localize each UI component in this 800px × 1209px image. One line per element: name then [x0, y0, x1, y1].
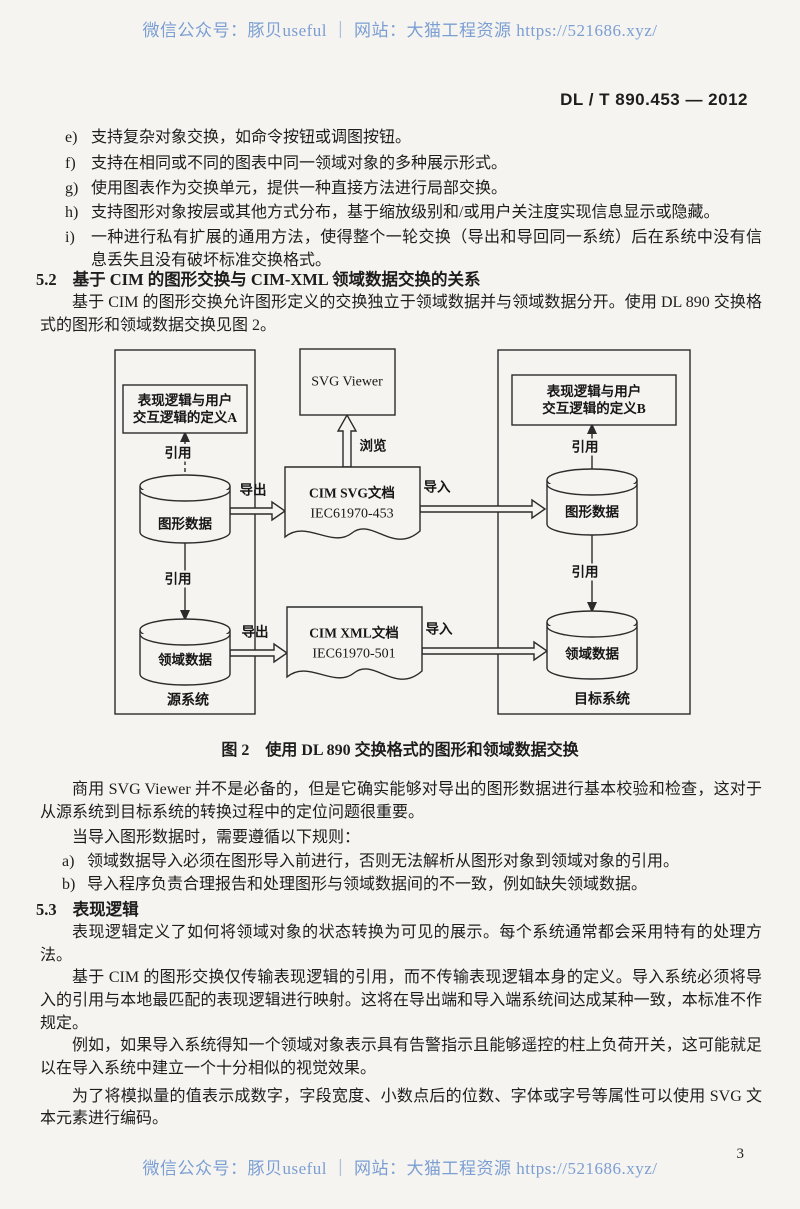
import-arrow-top: [419, 498, 547, 520]
import-label-top: 导入: [423, 479, 451, 495]
cim-svg-document-shape: [284, 466, 421, 540]
list-marker: h): [65, 204, 79, 221]
svg-viewer-label: SVG Viewer: [311, 374, 383, 390]
domain-data-label-right: 领域数据: [565, 646, 619, 662]
paragraph-import-rules-intro: 当导入图形数据时，需要遵循以下规则：: [72, 829, 361, 846]
rule-marker: a): [62, 853, 75, 870]
rule-marker: b): [62, 876, 76, 893]
figure-caption: 图 2 使用 DL 890 交换格式的图形和领域数据交换: [221, 742, 579, 759]
list-text: 支持复杂对象交换，如命令按钮或调图按钮。: [91, 129, 412, 146]
rule-text: 导入程序负责合理报告和处理图形与领域数据间的不一致，例如缺失领域数据。: [87, 876, 648, 893]
arrowhead-down-left: [180, 610, 190, 621]
graphic-data-cylinder-right: [546, 468, 638, 536]
watermark-top: 微信公众号：豚贝useful ｜ 网站：大猫工程资源 https://52168…: [142, 21, 658, 40]
diagram-shapes: [114, 348, 691, 715]
cim-svg-doc-standard: IEC61970-453: [310, 506, 394, 522]
svg-viewer-box: [299, 348, 396, 416]
definition-b-label: 表现逻辑与用户 交互逻辑的定义B: [542, 384, 646, 416]
definition-a-label: 表现逻辑与用户 交互逻辑的定义A: [132, 393, 238, 425]
watermark-bottom: 微信公众号：豚贝useful ｜ 网站：大猫工程资源 https://52168…: [142, 1159, 658, 1178]
list-text: 使用图表作为交换单元，提供一种直接方法进行局部交换。: [91, 180, 508, 197]
list-text: 一种进行私有扩展的通用方法，使得整个一轮交换（导出和导回同一系统）后在系统中没有…: [91, 229, 762, 269]
paragraph-svg-viewer: 商用 SVG Viewer 并不是必备的，但是它确实能够对导出的图形数据进行基本…: [40, 781, 762, 821]
section-5-2-heading: 5.2 基于 CIM 的图形交换与 CIM-XML 领域数据交换的关系: [36, 266, 481, 290]
definition-a-box: [122, 384, 248, 434]
section-5-3-heading: 5.3 表现逻辑: [36, 896, 139, 920]
target-system-label: 目标系统: [574, 692, 630, 708]
list-marker: i): [65, 229, 75, 246]
cite-label-left-top: 引用: [162, 444, 194, 462]
section-5-2-paragraph: 基于 CIM 的图形交换允许图形定义的交换独立于领域数据并与领域数据分开。使用 …: [40, 294, 762, 334]
target-system-box: [497, 349, 691, 715]
paragraph-5-3-3: 例如，如果导入系统得知一个领域对象表示具有告警指示且能够遥控的柱上负荷开关，这可…: [40, 1037, 762, 1077]
cim-xml-doc-standard: IEC61970-501: [312, 646, 396, 662]
browse-label: 浏览: [359, 438, 387, 454]
section-title: 基于 CIM 的图形交换与 CIM-XML 领域数据交换的关系: [72, 270, 481, 289]
rule-text: 领域数据导入必须在图形导入前进行，否则无法解析从图形对象到领域对象的引用。: [87, 853, 680, 870]
list-text: 支持在相同或不同的图表中同一领域对象的多种展示形式。: [91, 155, 508, 172]
arrowhead-up-left: [180, 431, 190, 442]
cite-label-right-top: 引用: [569, 438, 601, 456]
doc-number: DL / T 890.453 — 2012: [560, 90, 748, 109]
list-item-i: i) 一种进行私有扩展的通用方法，使得整个一轮交换（导出和导回同一系统）后在系统中…: [65, 226, 762, 272]
cim-xml-document-shape: [286, 606, 423, 680]
source-system-box: [114, 349, 256, 715]
graphic-data-label-right: 图形数据: [565, 504, 619, 520]
rule-item-a: a) 领域数据导入必须在图形导入前进行，否则无法解析从图形对象到领域对象的引用。: [62, 850, 762, 873]
list-text: 支持图形对象按层或其他方式分布，基于缩放级别和/或用户关注度实现信息显示或隐藏。: [91, 204, 720, 221]
list-item-h: h) 支持图形对象按层或其他方式分布，基于缩放级别和/或用户关注度实现信息显示或隐…: [65, 201, 762, 224]
list-item-g: g) 使用图表作为交换单元，提供一种直接方法进行局部交换。: [65, 177, 762, 200]
cim-svg-doc-title: CIM SVG文档: [309, 485, 395, 501]
import-label-bottom: 导入: [425, 621, 453, 637]
source-system-label: 源系统: [167, 693, 209, 709]
page-number: 3: [736, 1146, 745, 1162]
cite-label-right-mid: 引用: [569, 563, 601, 581]
list-marker: f): [65, 155, 76, 172]
list-item-f: f) 支持在相同或不同的图表中同一领域对象的多种展示形式。: [65, 152, 762, 175]
export-label-bottom: 导出: [241, 624, 269, 640]
figure-2-diagram: 表现逻辑与用户 交互逻辑的定义A 表现逻辑与用户 交互逻辑的定义B SVG Vi…: [110, 347, 705, 725]
list-marker: g): [65, 180, 79, 197]
domain-data-cylinder-left: [139, 618, 231, 686]
paragraph-5-3-2: 基于 CIM 的图形交换仅传输表现逻辑的引用，而不传输表现逻辑本身的定义。导入系…: [40, 969, 762, 1032]
import-arrow-bottom: [421, 640, 549, 662]
browse-arrow: [336, 413, 358, 468]
export-arrow-top: [229, 500, 287, 522]
rule-item-b: b) 导入程序负责合理报告和处理图形与领域数据间的不一致，例如缺失领域数据。: [62, 873, 762, 896]
paragraph-5-3-4: 为了将模拟量的值表示成数字，字段宽度、小数点后的位数、字体或字号等属性可以使用 …: [40, 1088, 762, 1127]
domain-data-label-left: 领域数据: [158, 652, 212, 668]
section-number: 5.3: [36, 900, 57, 919]
section-number: 5.2: [36, 270, 57, 289]
arrowhead-up-right: [587, 423, 597, 434]
cim-xml-doc-title: CIM XML文档: [309, 625, 399, 641]
definition-b-box: [511, 374, 677, 426]
list-marker: e): [65, 129, 78, 146]
arrowhead-down-right: [587, 602, 597, 613]
graphic-data-cylinder-left: [139, 474, 231, 544]
cite-label-left-mid: 引用: [162, 570, 194, 588]
export-arrow-bottom: [229, 642, 289, 664]
paragraph-5-3-1: 表现逻辑定义了如何将领域对象的状态转换为可见的展示。每个系统通常都会采用特有的处…: [40, 924, 762, 964]
export-label-top: 导出: [239, 482, 267, 498]
domain-data-cylinder-right: [546, 610, 638, 680]
list-item-e: e) 支持复杂对象交换，如命令按钮或调图按钮。: [65, 126, 762, 149]
section-title: 表现逻辑: [72, 900, 139, 919]
graphic-data-label-left: 图形数据: [158, 516, 212, 532]
